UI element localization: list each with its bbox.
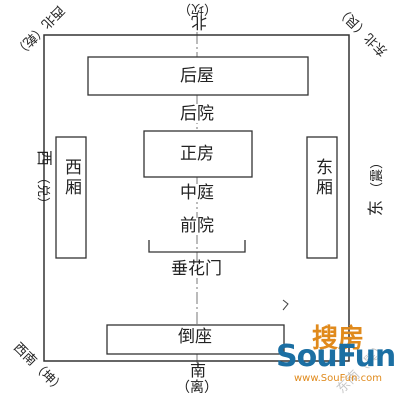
east-label: 东 [366,200,386,217]
label-dao-zuo: 倒座 [178,327,212,347]
direction-east: 东 （震） [366,155,386,217]
outer-wall [43,34,350,362]
small-mark [282,299,289,311]
label-zhong-ting: 中庭 [180,183,214,203]
west-wing-box [55,136,87,259]
east-wing-box [306,136,338,259]
label-hou-wu: 后屋 [180,66,214,86]
front-house-box [106,324,285,355]
west-trigram: （兑） [35,171,51,211]
direction-north-trigram: （坎） [178,1,218,16]
watermark-url: www.SouFun.com [294,373,383,384]
label-chui-hua-men: 垂花门 [171,259,222,279]
direction-south-trigram: （离） [176,381,218,395]
direction-south: 南 [190,361,207,380]
south-label: 南 [190,361,207,380]
chui-hua-men-bracket [148,240,246,253]
label-qian-yuan: 前院 [180,216,214,236]
south-trigram: （离） [176,380,218,396]
label-xi-xiang: 西厢 [61,158,81,198]
direction-north: 北 [190,13,209,32]
main-hall-box [143,130,253,178]
label-hou-yuan: 后院 [180,104,214,124]
label-dong-xiang: 东厢 [312,158,332,198]
back-house-box [87,56,309,96]
watermark-brand-en: SouFun [276,339,396,374]
east-trigram: （震） [370,155,386,195]
watermark-brand-cn: 搜房 [312,324,365,354]
label-zheng-fang: 正房 [180,144,214,164]
direction-west: 西 （兑） [35,149,55,211]
west-label: 西 [35,149,55,166]
soufun-watermark: 搜房 SouFun www.SouFun.com [276,324,396,386]
north-trigram: （坎） [178,1,218,16]
